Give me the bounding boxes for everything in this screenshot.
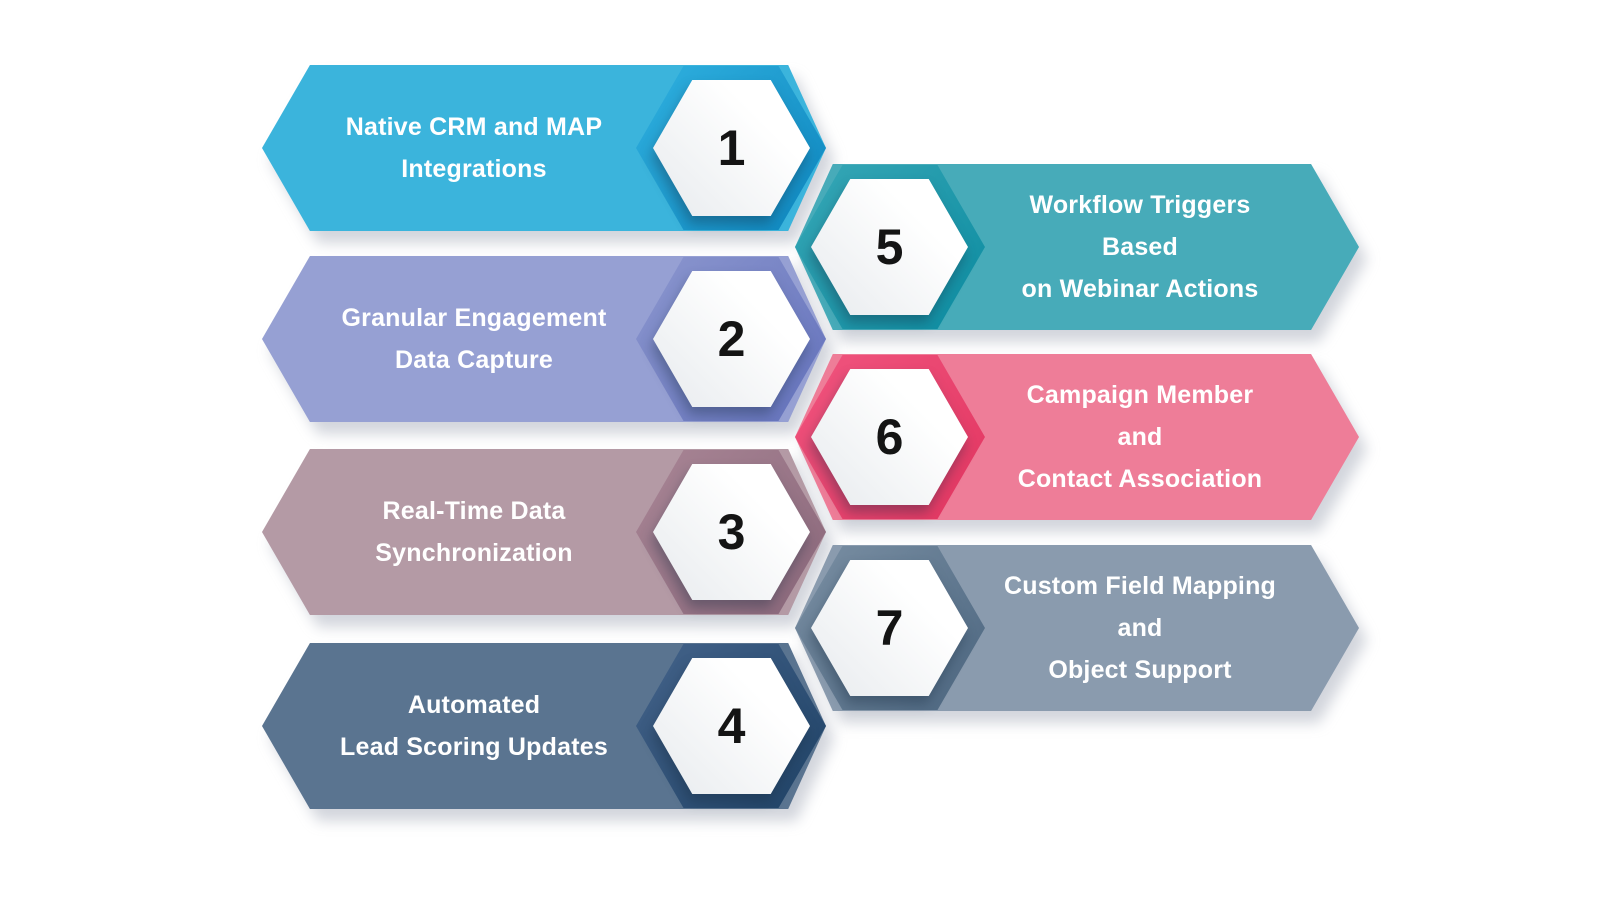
banner-label: Campaign Member and Contact Association	[1017, 381, 1263, 493]
banner-label: Real-Time Data Synchronization	[375, 497, 573, 567]
feature-banner-7: Custom Field Mapping and Object Support …	[795, 545, 1359, 711]
number-hexagon-face: 2	[653, 271, 810, 407]
banner-label: Granular Engagement Data Capture	[341, 304, 607, 374]
step-number: 4	[717, 698, 746, 754]
step-number: 1	[717, 120, 746, 176]
number-hexagon: 1	[653, 80, 810, 216]
number-hexagon-face: 4	[653, 658, 810, 794]
step-number: 3	[717, 504, 746, 560]
step-number: 2	[717, 311, 746, 367]
number-hexagon-face: 7	[811, 560, 968, 696]
feature-banner-1: Native CRM and MAP Integrations 1	[262, 65, 826, 231]
number-hexagon: 5	[811, 179, 968, 315]
feature-banner-2: Granular Engagement Data Capture 2	[262, 256, 826, 422]
number-hexagon-face: 1	[653, 80, 810, 216]
number-hexagon: 2	[653, 271, 810, 407]
number-hexagon-face: 6	[811, 369, 968, 505]
banner-label: Custom Field Mapping and Object Support	[1003, 572, 1277, 684]
number-hexagon: 3	[653, 464, 810, 600]
feature-banner-5: Workflow Triggers Based on Webinar Actio…	[795, 164, 1359, 330]
feature-banner-4: Automated Lead Scoring Updates 4	[262, 643, 826, 809]
feature-banner-6: Campaign Member and Contact Association …	[795, 354, 1359, 520]
number-hexagon: 7	[811, 560, 968, 696]
number-hexagon-face: 5	[811, 179, 968, 315]
banner-label: Workflow Triggers Based on Webinar Actio…	[1021, 191, 1259, 303]
number-hexagon-face: 3	[653, 464, 810, 600]
number-hexagon: 6	[811, 369, 968, 505]
banner-label: Automated Lead Scoring Updates	[340, 691, 608, 761]
banner-label: Native CRM and MAP Integrations	[345, 113, 603, 183]
step-number: 5	[875, 219, 904, 275]
step-number: 7	[875, 600, 904, 656]
feature-banner-3: Real-Time Data Synchronization 3	[262, 449, 826, 615]
step-number: 6	[875, 409, 904, 465]
number-hexagon: 4	[653, 658, 810, 794]
